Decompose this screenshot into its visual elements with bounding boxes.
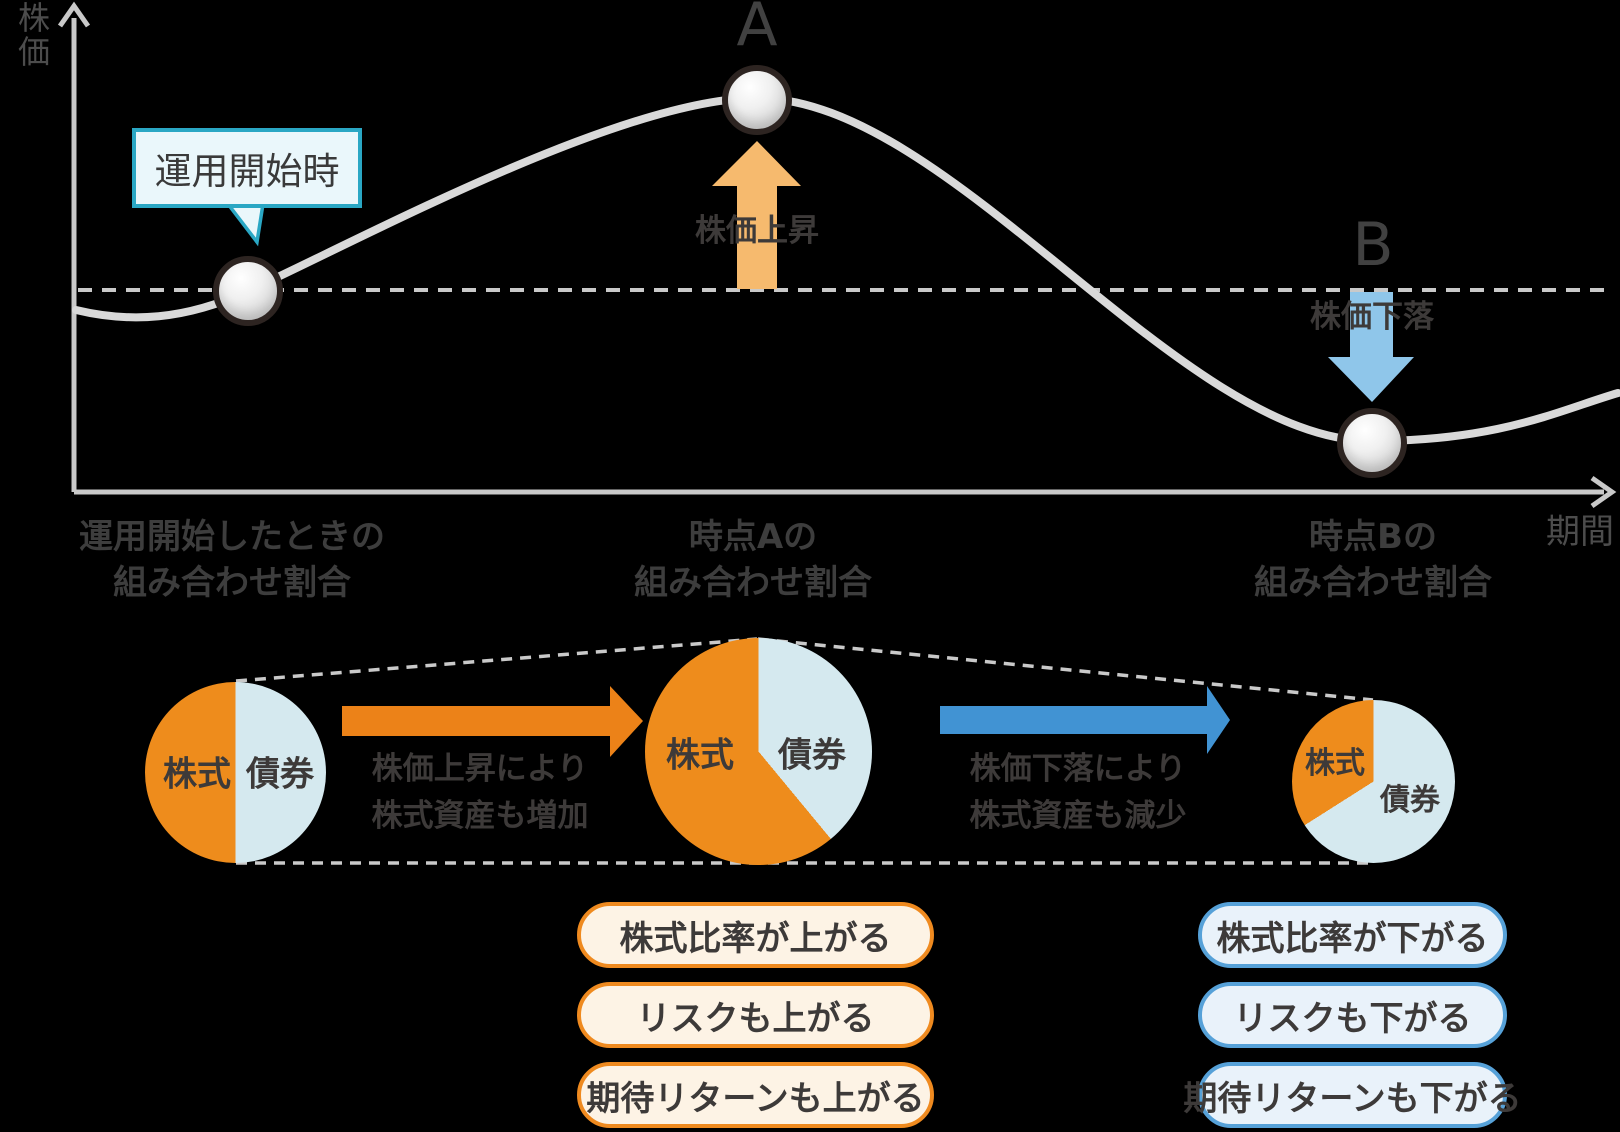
price-down-arrow-icon	[1328, 292, 1414, 402]
start-point-marker	[213, 256, 283, 326]
column-label-line: 組み合わせ割合	[1254, 563, 1492, 603]
price-up-arrow-icon	[712, 141, 801, 289]
gain-transition-arrow-icon	[342, 686, 643, 757]
callout-pointer-icon	[224, 202, 266, 247]
pie-a-bond-label: 債券	[778, 735, 846, 776]
loss-transition-caption: 株価下落により 株式資産も減少	[970, 746, 1187, 840]
start-callout: 運用開始時	[132, 128, 362, 208]
x-axis-arrow-icon	[1590, 475, 1617, 509]
y-axis-arrow-icon	[57, 1, 91, 28]
transition-line: 株式資産も増加	[371, 798, 589, 834]
pie-start-bond-label: 債券	[246, 754, 314, 795]
pie-a-stock-label: 株式	[666, 735, 734, 776]
column-label-point-b: 時点Bの 組み合わせ割合	[1254, 514, 1492, 606]
transition-line: 株価下落により	[969, 751, 1187, 787]
column-label-line: 組み合わせ割合	[113, 563, 351, 603]
transition-line: 株価上昇により	[371, 751, 589, 787]
pie-start-stock-label: 株式	[163, 754, 231, 795]
pie-b-bond-label: 債券	[1380, 783, 1440, 818]
y-axis-label: 株価	[18, 0, 51, 71]
pill-return-down: 期待リターンも下がる	[1183, 1062, 1522, 1128]
column-label-point-a: 時点Aの 組み合わせ割合	[634, 514, 872, 606]
pill-return-up: 期待リターンも上がる	[577, 1062, 934, 1128]
price-down-caption: 株価下落	[1310, 299, 1434, 335]
point-b-marker	[1337, 408, 1407, 478]
x-axis-label: 期間	[1546, 512, 1614, 552]
loss-transition-arrow-icon	[940, 686, 1230, 754]
gain-transition-caption: 株価上昇により 株式資産も増加	[372, 746, 589, 840]
pie-start	[145, 682, 326, 863]
transition-line: 株式資産も減少	[969, 798, 1187, 834]
column-label-line: 時点Bの	[1309, 517, 1437, 557]
column-label-line: 運用開始したときの	[79, 517, 385, 557]
pill-risk-down: リスクも下がる	[1198, 982, 1507, 1048]
point-b-label: B	[1352, 210, 1394, 280]
pill-stock-ratio-down: 株式比率が下がる	[1198, 902, 1507, 968]
pie-point-a	[645, 638, 872, 865]
connector-dashed-right	[757, 637, 1374, 702]
pill-risk-up: リスクも上がる	[577, 982, 934, 1048]
pill-stock-ratio-up: 株式比率が上がる	[577, 902, 934, 968]
point-a-marker	[722, 65, 792, 135]
column-label-start: 運用開始したときの 組み合わせ割合	[79, 514, 385, 606]
pie-point-b	[1292, 700, 1455, 863]
column-label-line: 組み合わせ割合	[634, 563, 872, 603]
pie-b-stock-label: 株式	[1305, 746, 1365, 781]
price-up-caption: 株価上昇	[695, 213, 819, 249]
column-label-line: 時点Aの	[688, 517, 818, 557]
point-a-label: A	[736, 0, 778, 60]
